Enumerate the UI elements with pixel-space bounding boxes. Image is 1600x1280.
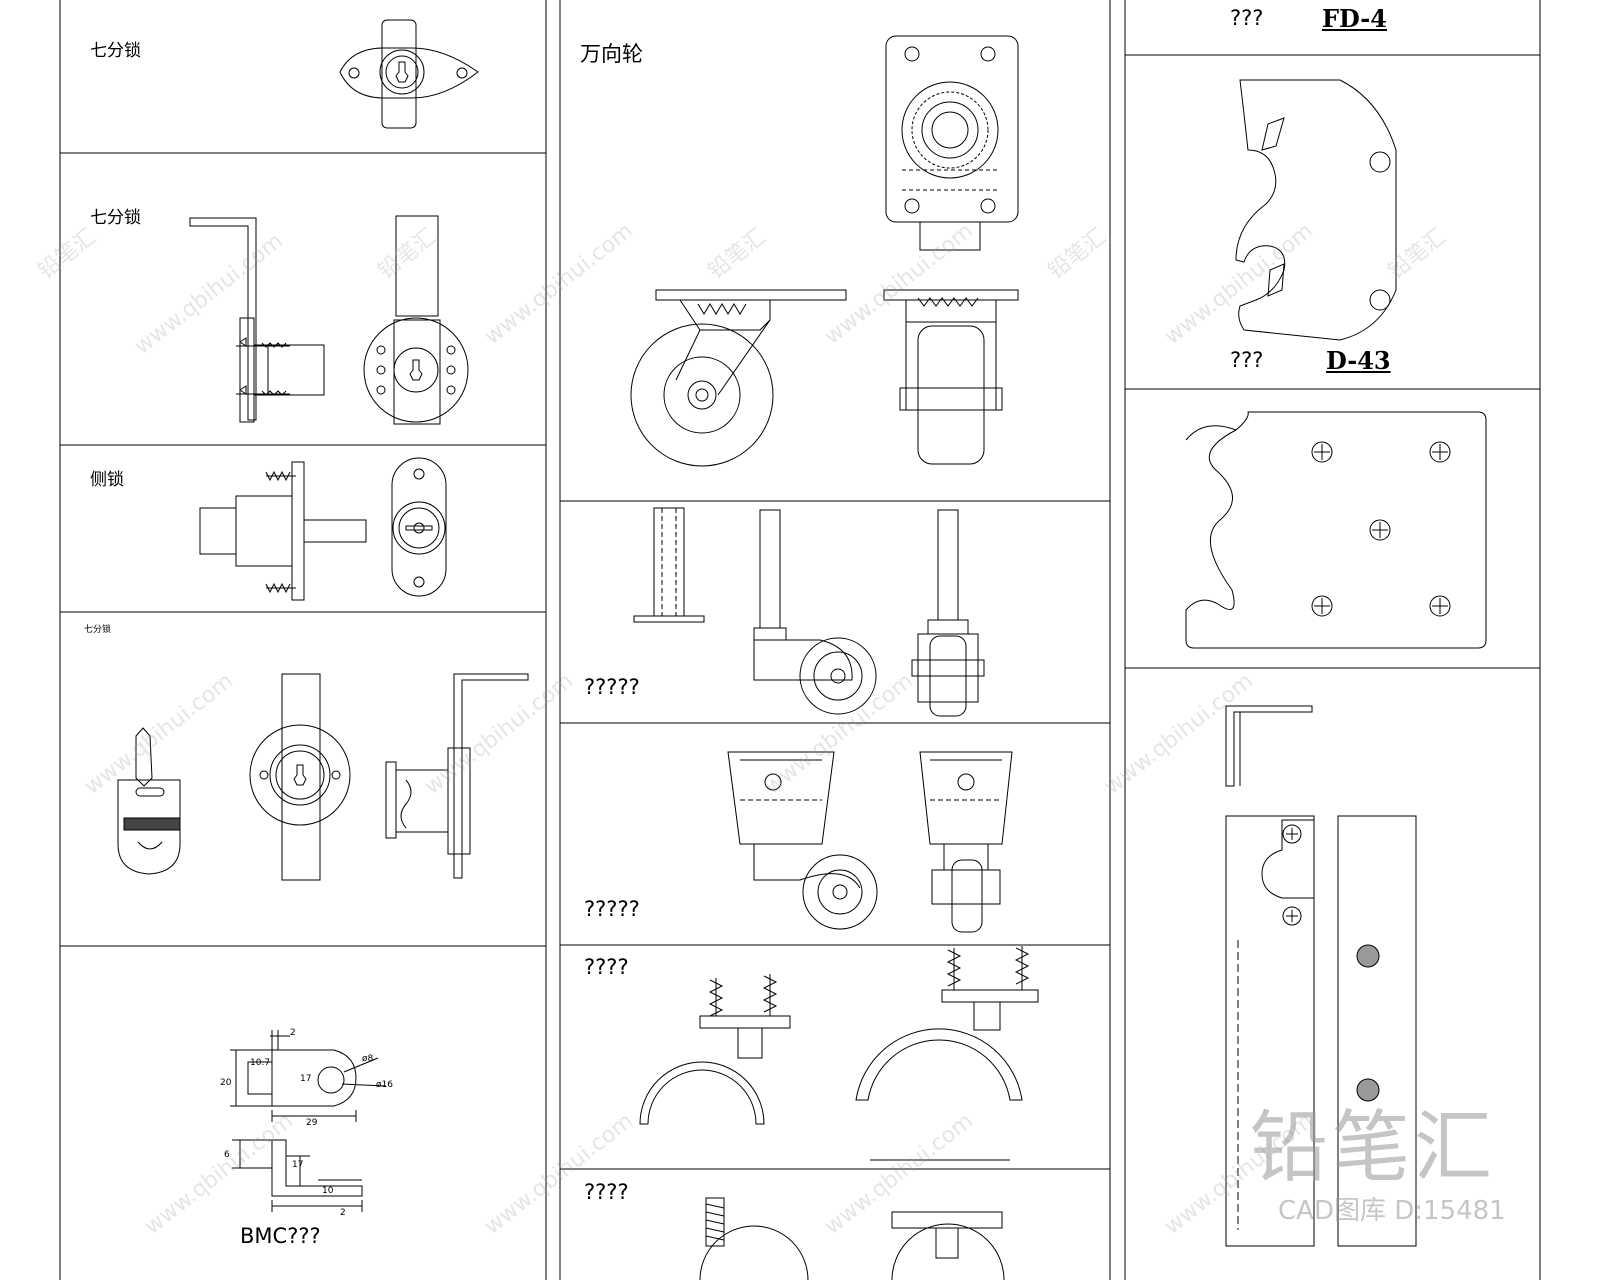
- threaded-caster-label: ????: [584, 1180, 629, 1204]
- fd4-prefix-label: ???: [1230, 6, 1264, 30]
- lock-front-drawing: [340, 20, 478, 128]
- dim-10: 10: [322, 1186, 334, 1196]
- lock-label-4: 七分锁: [84, 625, 112, 635]
- caster-top-drawing: [886, 36, 1018, 250]
- twin-caster-label: ????: [584, 955, 629, 979]
- watermark-brand-large: 铅笔汇: [1250, 1103, 1497, 1193]
- dim-6: ø16: [376, 1080, 393, 1090]
- fd4-hook-plate-drawing: [1236, 80, 1396, 340]
- threaded-caster-drawings: [700, 1198, 1004, 1280]
- d43-screw-holes: [1312, 442, 1450, 616]
- bmc-dimension-drawing: [230, 1030, 386, 1212]
- watermark-catalog-id: CAD图库 D:15481: [1278, 1196, 1506, 1226]
- key-and-lock-drawing: [118, 674, 528, 880]
- lock-label-1: 七分锁: [90, 41, 141, 61]
- dim-3: 20: [220, 1078, 232, 1088]
- side-lock-label: 侧锁: [90, 470, 124, 490]
- dim-4: 17: [300, 1074, 312, 1084]
- panel-borders: [60, 0, 1540, 1280]
- fd4-code: FD-4: [1322, 4, 1387, 33]
- dim-5: ø8: [362, 1054, 374, 1064]
- twin-wheel-caster-drawings: [640, 946, 1038, 1160]
- caster-label: 万向轮: [580, 42, 643, 66]
- cup-caster-drawings: [728, 752, 1012, 932]
- dim-8: 6: [224, 1150, 230, 1160]
- bmc-label: BMC???: [240, 1224, 321, 1248]
- dim-1: 2: [290, 1028, 296, 1038]
- dim-11: 2: [340, 1208, 346, 1218]
- stem-caster-drawings: [634, 508, 984, 716]
- d43-mounting-plate-drawing: [1186, 412, 1486, 648]
- dim-2: 10.7: [250, 1058, 271, 1068]
- side-lock-drawing: [200, 458, 446, 600]
- stem-caster-label: ?????: [584, 675, 640, 699]
- hinge-bracket-drawing: [1226, 706, 1416, 1246]
- dim-9: 17: [292, 1160, 304, 1170]
- d43-prefix-label: ???: [1230, 348, 1264, 372]
- caster-side-drawing: [631, 290, 1018, 466]
- d43-code: D-43: [1326, 346, 1391, 375]
- lock-side-drawing: [190, 216, 468, 424]
- lock-label-2: 七分锁: [90, 208, 141, 228]
- cup-caster-label: ?????: [584, 897, 640, 921]
- dim-7: 29: [306, 1118, 318, 1128]
